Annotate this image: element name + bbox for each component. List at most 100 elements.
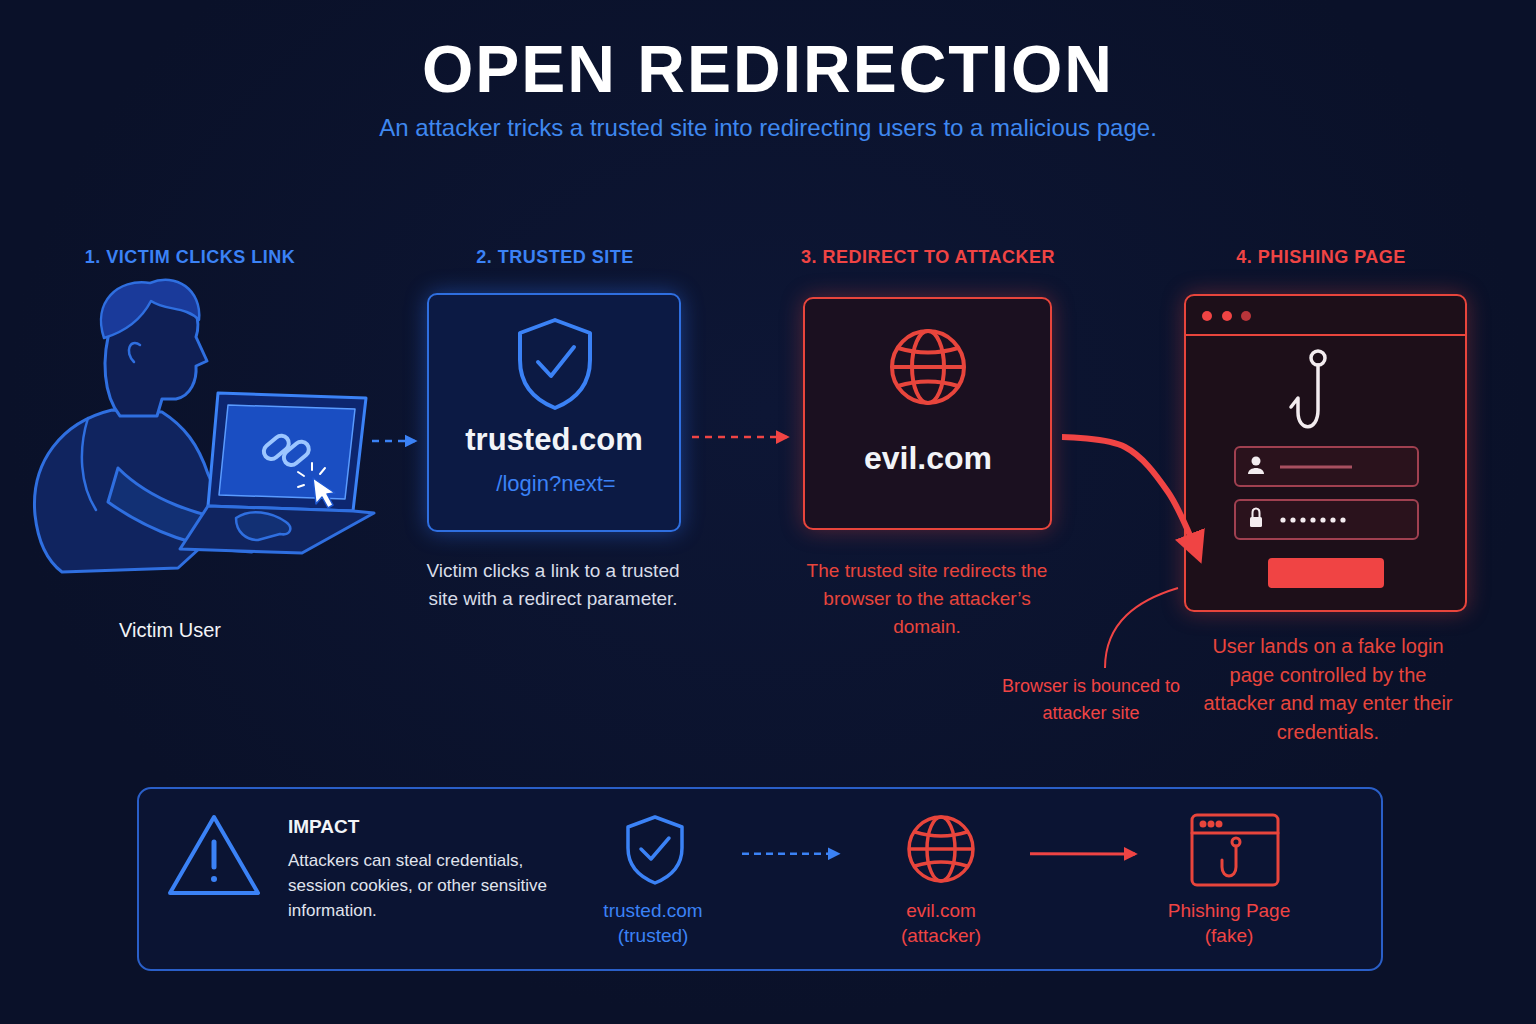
spark xyxy=(320,468,325,474)
step-heading: 3. REDIRECT TO ATTACKER xyxy=(768,246,1088,268)
globe-meridian xyxy=(912,331,944,403)
mini-window-dot xyxy=(1201,822,1205,826)
attacker-site-box: 3. REDIRECT TO ATTACKERevil.comThe trust… xyxy=(803,297,1052,530)
chain-link xyxy=(261,433,292,462)
actor-label: Victim User xyxy=(70,618,270,642)
chain-link xyxy=(281,439,312,468)
globe-meridian xyxy=(927,817,955,881)
user-icon-body xyxy=(1248,468,1264,474)
fish-hook xyxy=(1291,351,1325,427)
step-heading: 1. VICTIM CLICKS LINK xyxy=(30,246,350,268)
shield-outline xyxy=(520,320,590,408)
password-dot xyxy=(1280,517,1285,522)
globe-latitude xyxy=(915,832,967,836)
domain-name: trusted.com xyxy=(429,420,679,460)
check-mark xyxy=(641,838,669,859)
mini-trusted-node: trusted.com (trusted) xyxy=(615,812,693,888)
warning-dot xyxy=(211,876,217,882)
url-path: /login?next= xyxy=(431,470,681,498)
hoodie-body xyxy=(34,410,228,572)
edge-label: Browser is bounced to attacker site xyxy=(999,673,1184,727)
check-mark xyxy=(538,347,574,376)
password-dot xyxy=(1340,517,1345,522)
request-arrow xyxy=(372,440,415,443)
mini-window xyxy=(1192,815,1278,885)
mini-window-dot xyxy=(1217,822,1221,826)
victim-hand xyxy=(236,512,290,540)
impact-panel: IMPACT Attackers can steal credentials, s… xyxy=(137,787,1383,971)
mini-globe-icon xyxy=(909,817,973,881)
mini-attacker-node: evil.com (attacker) xyxy=(900,812,982,888)
globe-equator xyxy=(892,365,964,369)
window-dot xyxy=(1202,311,1212,321)
lock-body xyxy=(1250,517,1262,527)
flow-arrow xyxy=(1030,852,1135,855)
username-field xyxy=(1235,447,1418,486)
window-bar xyxy=(1185,334,1466,336)
mouse-cursor xyxy=(313,478,335,508)
hook-shank xyxy=(1291,365,1318,427)
laptop-screen xyxy=(219,405,355,499)
redirect-arrow xyxy=(692,436,787,439)
flow-label: Phishing Page (fake) xyxy=(1159,898,1299,948)
laptop-screen-frame xyxy=(208,393,366,511)
password-dot xyxy=(1330,517,1335,522)
password-dot xyxy=(1310,517,1315,522)
bounce-arrow xyxy=(1062,437,1198,555)
panel-body: Attackers can steal credentials, session… xyxy=(288,848,563,923)
leader-line xyxy=(1105,588,1178,668)
panel-heading: IMPACT xyxy=(288,816,488,838)
globe-latitude xyxy=(898,348,958,353)
step-description: The trusted site redirects the browser t… xyxy=(805,557,1050,641)
step-description: User lands on a fake login page controll… xyxy=(1193,632,1463,746)
phishing-window-art xyxy=(1185,311,1466,588)
mini-window-dot xyxy=(1209,822,1213,826)
hook-eye xyxy=(1311,351,1325,365)
password-dot xyxy=(1300,517,1305,522)
mini-phishing-node: Phishing Page (fake) xyxy=(1188,810,1280,890)
window-dot xyxy=(1222,311,1232,321)
hood-line xyxy=(82,418,96,510)
globe-latitude xyxy=(915,862,967,866)
spark xyxy=(298,485,304,487)
flow-arrow xyxy=(742,853,838,856)
spark xyxy=(311,463,313,470)
diagram-title: OPEN REDIRECTION xyxy=(0,36,1536,102)
click-sparks xyxy=(298,463,325,487)
mini-shield-icon xyxy=(628,817,682,883)
victim-hair xyxy=(101,280,199,338)
globe-latitude xyxy=(898,382,958,387)
globe-icon xyxy=(892,331,964,403)
victim-figure: 1. VICTIM CLICKS LINKVictim User xyxy=(30,285,372,575)
warning-triangle xyxy=(170,817,258,893)
flow-label: trusted.com (trusted) xyxy=(588,898,718,948)
shield-outline xyxy=(628,817,682,883)
step-description: Victim clicks a link to a trusted site w… xyxy=(421,557,686,613)
victim-illustration xyxy=(34,280,374,572)
globe-equator xyxy=(909,847,973,851)
password-field xyxy=(1235,500,1418,539)
laptop-base xyxy=(180,506,374,553)
username-placeholder xyxy=(1280,466,1352,469)
shield-icon xyxy=(520,320,590,408)
link-icon xyxy=(261,433,312,468)
step-heading: 4. PHISHING PAGE xyxy=(1161,246,1481,268)
phishing-page-box: 4. PHISHING PAGEUser lands on a fake log… xyxy=(1184,294,1467,612)
spark xyxy=(298,472,304,476)
mini-hook xyxy=(1222,846,1236,876)
flow-label: evil.com (attacker) xyxy=(876,898,1006,948)
warning-bar xyxy=(212,842,217,867)
victim-arm xyxy=(108,468,272,552)
window-dot xyxy=(1241,311,1251,321)
submit-button xyxy=(1268,558,1384,588)
globe-outline xyxy=(892,331,964,403)
mini-window-bar xyxy=(1192,832,1278,835)
victim-ear xyxy=(129,343,140,362)
globe-outline xyxy=(909,817,973,881)
warning-icon xyxy=(170,817,258,893)
password-dot xyxy=(1320,517,1325,522)
lock-shackle xyxy=(1253,509,1260,518)
domain-name: evil.com xyxy=(806,437,1051,479)
